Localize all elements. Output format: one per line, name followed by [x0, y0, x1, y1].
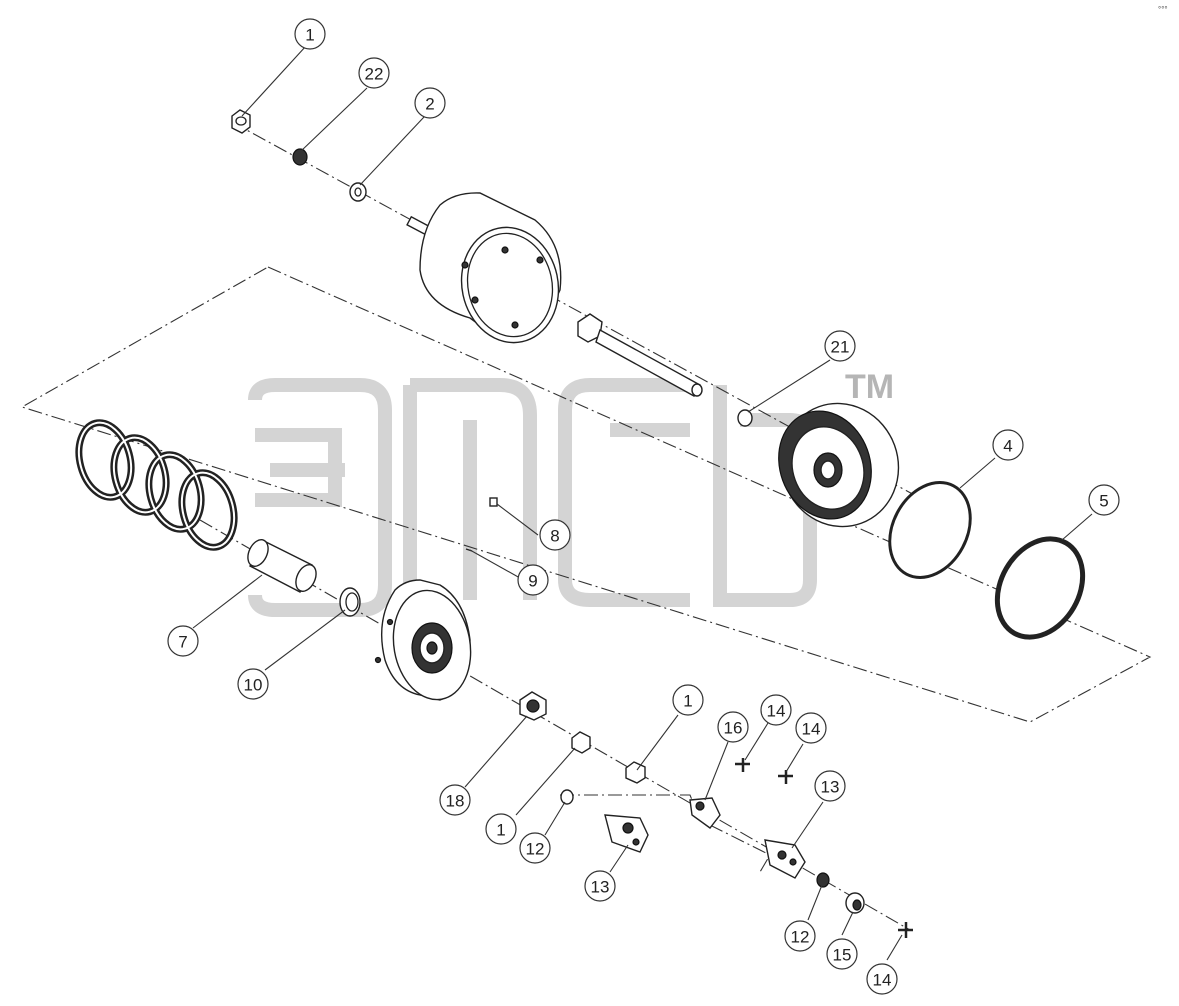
callout-circle [294, 18, 326, 50]
callout-label: 14 [873, 971, 892, 990]
set-screw [489, 497, 498, 507]
grease-fitting [845, 892, 865, 914]
callout-circle [814, 770, 846, 802]
cap-nut [519, 691, 547, 721]
callout-12: 12 [519, 832, 551, 864]
callout-label: 13 [591, 878, 610, 897]
callout-circle [237, 668, 269, 700]
washer-12-right [816, 872, 830, 888]
callout-circle [717, 711, 749, 743]
callout-label: 12 [526, 840, 545, 859]
callout-label: 4 [1003, 437, 1012, 456]
callout-label: 1 [305, 26, 314, 45]
t-screw-a [735, 758, 750, 772]
clamp-right [764, 839, 806, 879]
coil-spring [75, 419, 238, 551]
drive-pulley [778, 402, 900, 528]
hub-wheel [374, 579, 472, 701]
callout-2: 2 [414, 87, 446, 119]
callout-label: 18 [446, 792, 465, 811]
t-screw-b [778, 770, 793, 784]
spacer-tube [247, 539, 317, 593]
callout-label: 1 [683, 692, 692, 711]
callout-16: 16 [717, 711, 749, 743]
callout-10: 10 [237, 668, 269, 700]
callout-circle [795, 712, 827, 744]
callout-circle [584, 870, 616, 902]
t-screw-c [898, 922, 913, 938]
callout-circle [824, 330, 856, 362]
clamp-16 [689, 797, 721, 829]
hex-nut-lower [625, 761, 646, 784]
watermark-tm: TM [845, 368, 894, 406]
callout-label: 21 [831, 338, 850, 357]
callout-label: 7 [178, 633, 187, 652]
callout-circle [1088, 484, 1120, 516]
callout-4: 4 [992, 429, 1024, 461]
flat-washer [349, 182, 367, 202]
callout-circle [866, 963, 898, 995]
callout-circle [826, 938, 858, 970]
hex-nut-middle [571, 731, 591, 754]
callout-15: 15 [826, 938, 858, 970]
callout-label: 1 [496, 821, 505, 840]
callout-18: 18 [439, 784, 471, 816]
callout-circle [519, 832, 551, 864]
callout-label: 5 [1099, 492, 1108, 511]
callout-circle [784, 920, 816, 952]
callout-label: 12 [791, 928, 810, 947]
callout-circle [539, 519, 571, 551]
callout-label: 22 [365, 65, 384, 84]
callout-1: 1 [294, 18, 326, 50]
callout-circle [760, 694, 792, 726]
callout-12: 12 [784, 920, 816, 952]
seal-ring-4 [888, 481, 972, 579]
callout-21: 21 [824, 330, 856, 362]
corner-mark: °°° [1158, 5, 1168, 14]
drum-housing [406, 192, 562, 344]
callout-5: 5 [1088, 484, 1120, 516]
shaft-bolt [577, 313, 703, 397]
callout-label: 10 [244, 676, 263, 695]
assembly-boundary [20, 266, 1152, 723]
callout-circle [485, 813, 517, 845]
callout-14: 14 [795, 712, 827, 744]
bushing-ring [339, 587, 361, 617]
callout-circle [672, 684, 704, 716]
callout-label: 9 [528, 572, 537, 591]
callout-1: 1 [485, 813, 517, 845]
callout-13: 13 [814, 770, 846, 802]
callout-label: 15 [833, 946, 852, 965]
leader-lines [192, 45, 1093, 961]
callout-circle [414, 87, 446, 119]
callout-14: 14 [866, 963, 898, 995]
o-ring-small [737, 409, 753, 427]
callout-circle [992, 429, 1024, 461]
callout-label: 13 [821, 778, 840, 797]
callout-circle [167, 625, 199, 657]
callout-14: 14 [760, 694, 792, 726]
callout-7: 7 [167, 625, 199, 657]
callout-label: 14 [802, 720, 821, 739]
washer-12-left [560, 789, 574, 805]
callout-1: 1 [672, 684, 704, 716]
callout-circle [358, 57, 390, 89]
callout-8: 8 [539, 519, 571, 551]
callout-13: 13 [584, 870, 616, 902]
callout-9: 9 [517, 564, 549, 596]
callout-circle [517, 564, 549, 596]
callout-label: 2 [425, 95, 434, 114]
callout-22: 22 [358, 57, 390, 89]
lock-washer [292, 148, 308, 166]
clamp-left [604, 814, 649, 853]
bracket-axis [560, 794, 771, 873]
callout-label: 16 [724, 719, 743, 738]
callout-circle [439, 784, 471, 816]
callout-label: 14 [767, 702, 786, 721]
callout-label: 8 [550, 527, 559, 546]
seal-ring-5 [994, 536, 1086, 640]
hex-nut-top [231, 109, 251, 134]
